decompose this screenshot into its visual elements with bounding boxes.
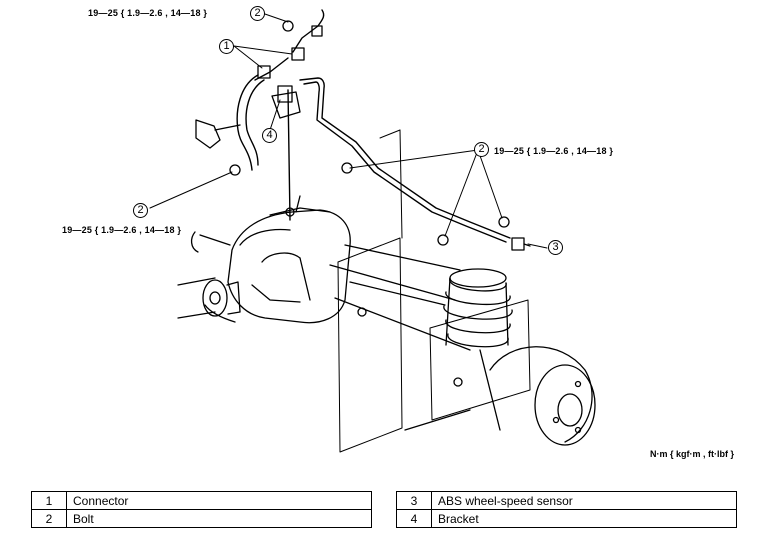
callout-2-right: 2 <box>474 142 489 157</box>
brake-drum <box>404 346 596 446</box>
axle-tube <box>190 231 471 351</box>
sensor-harness <box>236 9 511 243</box>
abs-sensor <box>511 237 531 251</box>
legend-row: 2 Bolt <box>31 509 372 528</box>
legend-row: 4 Bracket <box>396 509 737 528</box>
legend-number: 3 <box>396 491 432 510</box>
callout-4: 4 <box>262 128 277 143</box>
coil-spring <box>443 268 513 348</box>
legend-number: 4 <box>396 509 432 528</box>
legend-row: 1 Connector <box>31 491 372 510</box>
legend-label: Connector <box>66 491 372 510</box>
pinion-yoke <box>177 277 241 319</box>
callout-2-left: 2 <box>133 203 148 218</box>
reference-plane <box>337 129 531 453</box>
callout-1: 1 <box>219 39 234 54</box>
units-note: N·m { kgf·m , ft·lbf } <box>650 449 734 459</box>
legend-label: Bracket <box>431 509 737 528</box>
legend-table-left: 1 Connector 2 Bolt <box>31 491 372 528</box>
legend-row: 3 ABS wheel-speed sensor <box>396 491 737 510</box>
torque-spec-top: 19—25 { 1.9—2.6 , 14—18 } <box>88 8 208 18</box>
legend-number: 2 <box>31 509 67 528</box>
legend-table-right: 3 ABS wheel-speed sensor 4 Bracket <box>396 491 737 528</box>
abs-sensor-diagram <box>149 9 596 453</box>
callout-3: 3 <box>548 240 563 255</box>
bracket <box>195 91 301 149</box>
legend-label: ABS wheel-speed sensor <box>431 491 737 510</box>
torque-spec-left: 19—25 { 1.9—2.6 , 14—18 } <box>62 225 182 235</box>
legend-label: Bolt <box>66 509 372 528</box>
torque-spec-right: 19—25 { 1.9—2.6 , 14—18 } <box>494 146 614 156</box>
differential-housing <box>227 195 351 324</box>
bolt <box>229 20 510 387</box>
callout-2-top: 2 <box>250 6 265 21</box>
leader-lines <box>149 12 548 249</box>
legend-number: 1 <box>31 491 67 510</box>
connector <box>257 25 323 103</box>
